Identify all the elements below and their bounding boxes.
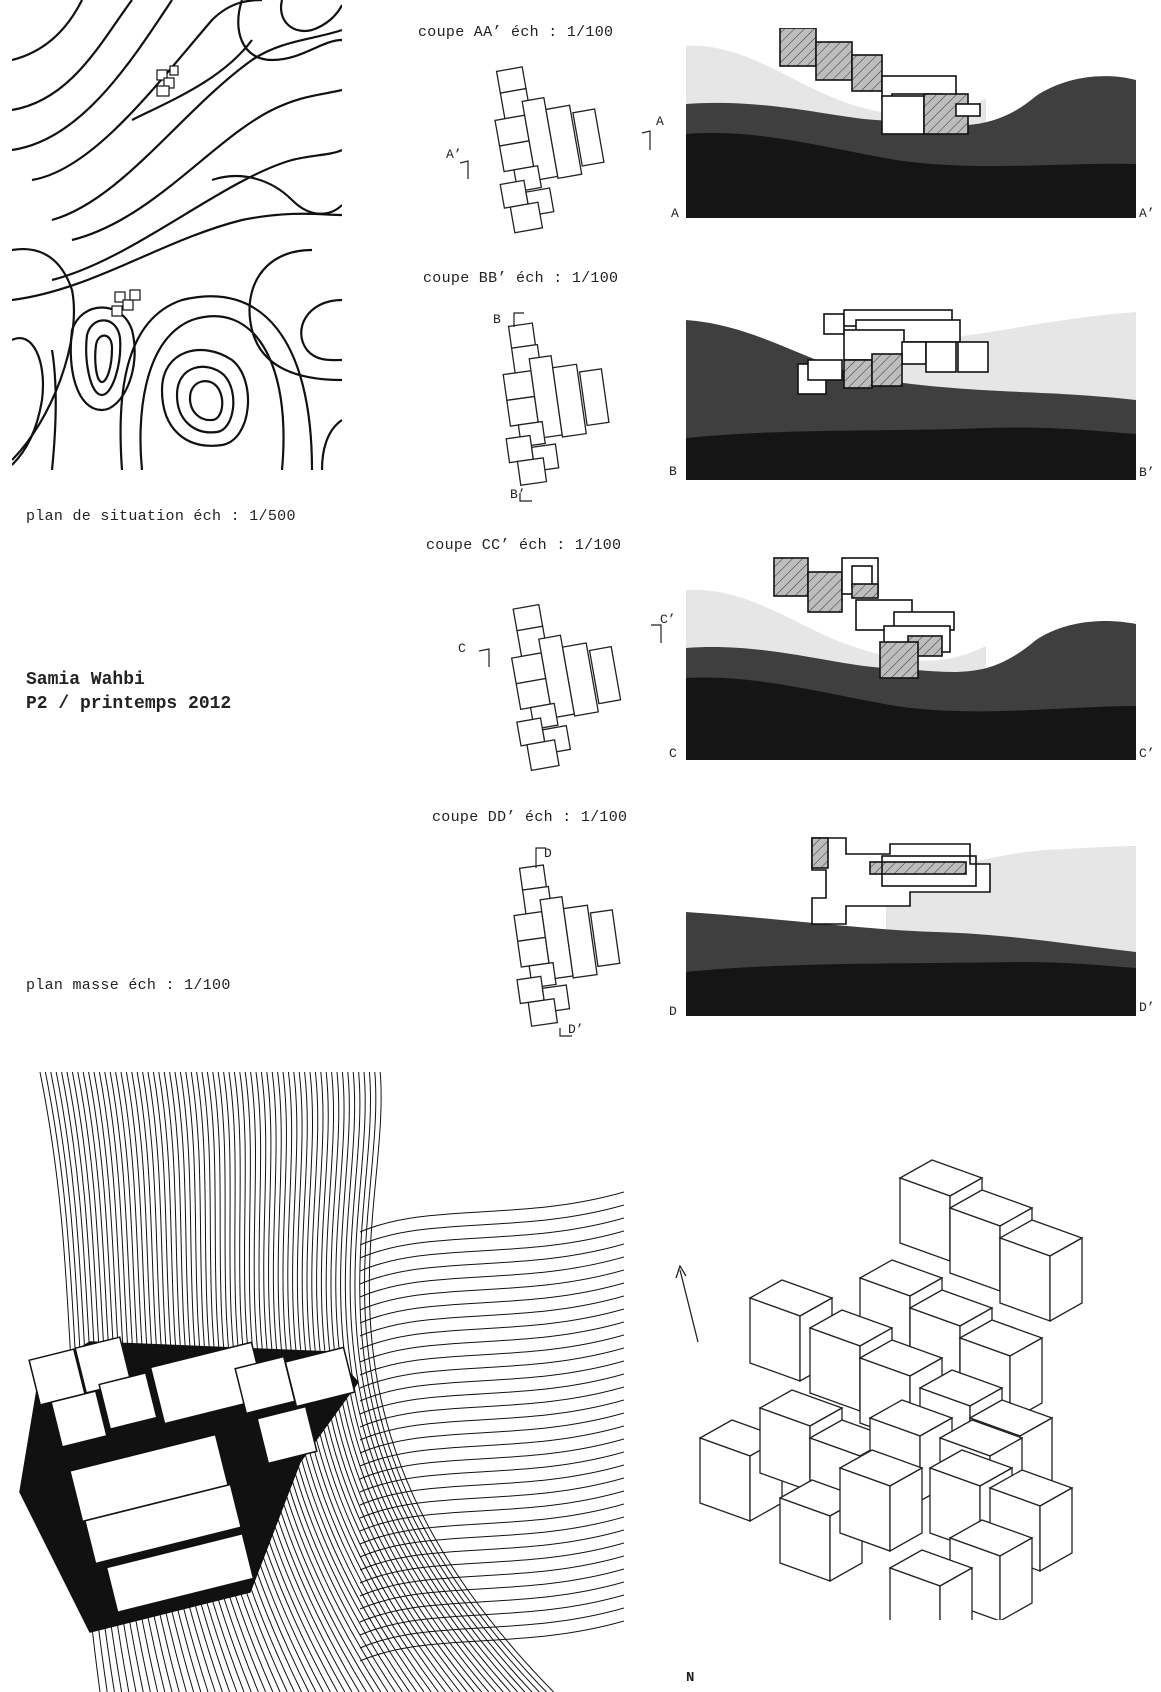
key-b-top: B (493, 312, 501, 327)
section-b-marker: B (669, 464, 677, 479)
section-dd-label: coupe DD’ éch : 1/100 (432, 809, 628, 826)
section-c-marker: C (669, 746, 677, 761)
section-cc-drawing (686, 557, 1136, 760)
axonometric-view (698, 1159, 1084, 1620)
section-aa-drawing (686, 28, 1136, 218)
key-c-left: C (458, 641, 466, 656)
section-a-marker: A (671, 206, 679, 221)
mass-plan-label: plan masse éch : 1/100 (26, 977, 231, 994)
section-d-marker: D (669, 1004, 677, 1019)
section-b-prime-marker: B’ (1139, 465, 1155, 480)
course-info: P2 / printemps 2012 (26, 694, 232, 714)
section-bb-label: coupe BB’ éch : 1/100 (423, 270, 619, 287)
key-plan-bb (502, 312, 610, 502)
key-d-bottom: D’ (568, 1022, 584, 1037)
section-c-prime-marker: C’ (1139, 746, 1155, 761)
north-label: N (686, 1670, 695, 1686)
key-a-right: A (656, 114, 664, 129)
north-arrow-icon (675, 1264, 699, 1343)
key-c-right: C’ (660, 612, 676, 627)
section-d-prime-marker: D’ (1139, 1000, 1155, 1015)
section-dd-drawing (686, 837, 1136, 1016)
site-plan-label: plan de situation éch : 1/500 (26, 508, 296, 525)
key-plan-aa (459, 66, 651, 234)
key-a-left: A’ (446, 147, 462, 162)
site-plan-contours (12, 0, 342, 470)
key-plan-dd (513, 847, 621, 1037)
key-b-bottom: B’ (510, 487, 526, 502)
mass-plan (19, 1072, 624, 1692)
author-name: Samia Wahbi (26, 670, 145, 690)
section-a-prime-marker: A’ (1139, 206, 1155, 221)
section-bb-drawing (686, 309, 1136, 480)
key-plan-cc (478, 603, 662, 772)
section-aa-label: coupe AA’ éch : 1/100 (418, 24, 614, 41)
key-d-top: D (544, 846, 552, 861)
section-cc-label: coupe CC’ éch : 1/100 (426, 537, 622, 554)
